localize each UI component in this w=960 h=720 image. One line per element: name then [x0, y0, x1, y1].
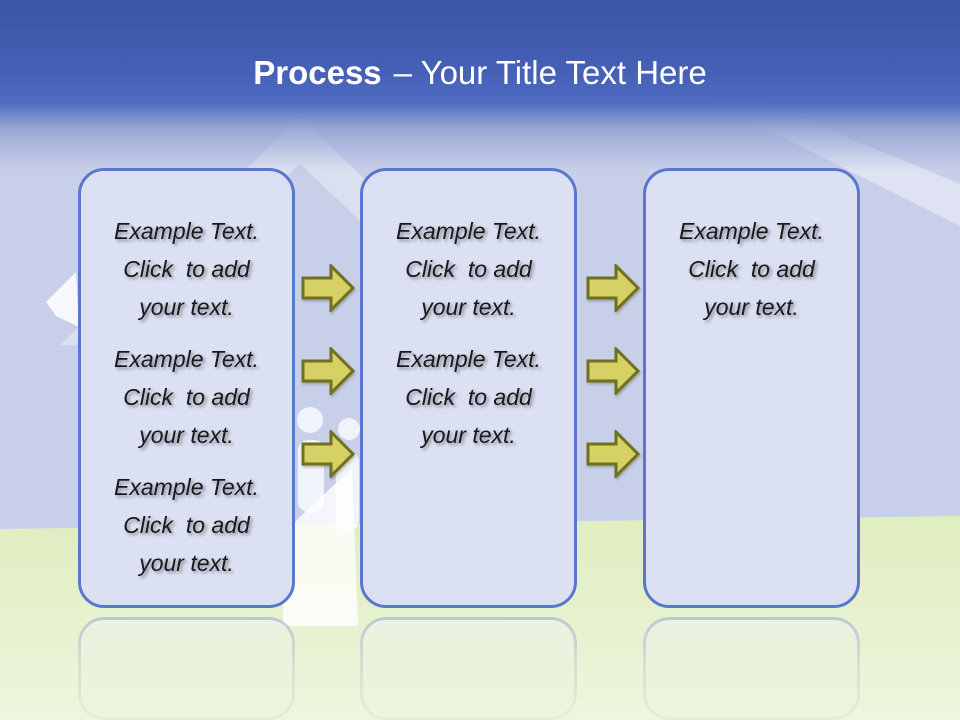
- arrow-right-icon: [301, 430, 355, 478]
- header-banner: [0, 0, 960, 180]
- arrow-right-icon: [586, 264, 640, 312]
- placeholder-text[interactable]: Example Text. Click to add your text.: [679, 218, 824, 320]
- arrow-right-icon: [586, 430, 640, 478]
- placeholder-text[interactable]: Example Text. Click to add your text.: [114, 474, 259, 576]
- box-reflection: [78, 617, 295, 720]
- arrow-right-icon: [586, 347, 640, 395]
- slide-title[interactable]: Process – Your Title Text Here: [0, 52, 960, 94]
- title-text: – Your Title Text Here: [393, 54, 707, 91]
- process-box-2[interactable]: Example Text. Click to add your text. Ex…: [360, 168, 577, 608]
- placeholder-text[interactable]: Example Text. Click to add your text.: [114, 346, 259, 448]
- title-keyword: Process: [253, 54, 382, 91]
- placeholder-text[interactable]: Example Text. Click to add your text.: [396, 346, 541, 448]
- box-reflection: [360, 617, 577, 720]
- placeholder-text[interactable]: Example Text. Click to add your text.: [114, 218, 259, 320]
- placeholder-text[interactable]: Example Text. Click to add your text.: [396, 218, 541, 320]
- arrow-right-icon: [301, 264, 355, 312]
- process-box-3[interactable]: Example Text. Click to add your text.: [643, 168, 860, 608]
- box-reflection: [643, 617, 860, 720]
- arrow-right-icon: [301, 347, 355, 395]
- process-box-1[interactable]: Example Text. Click to add your text. Ex…: [78, 168, 295, 608]
